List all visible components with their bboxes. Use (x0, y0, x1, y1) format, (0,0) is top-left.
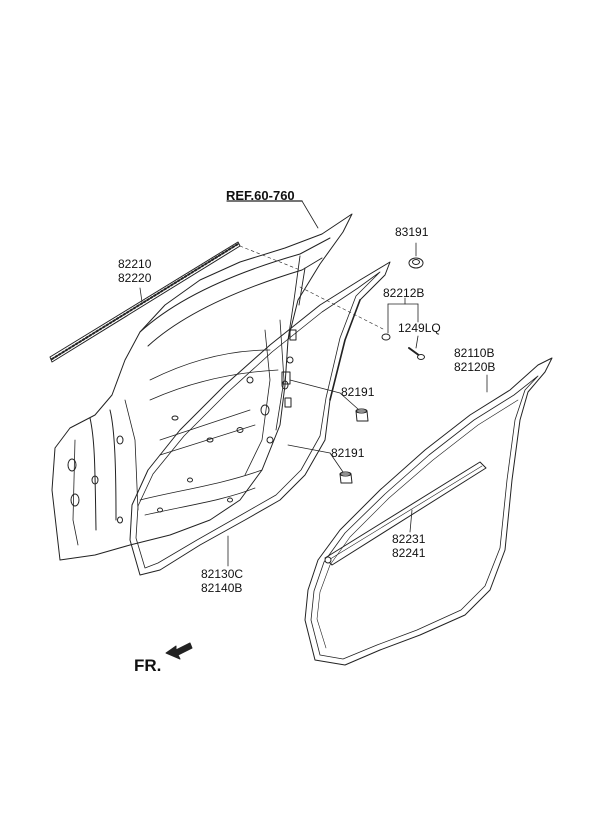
door-weatherstrip (304, 357, 553, 666)
part-number-82220: 82220 (118, 271, 152, 285)
screw (408, 347, 425, 360)
clip (381, 333, 391, 341)
reference-label: REF.60-760 (226, 188, 295, 203)
plug-lower (339, 471, 353, 484)
part-number-82110b: 82110B (454, 346, 495, 360)
part-number-82120b: 82120B (454, 360, 496, 374)
part-number-82140b: 82140B (201, 581, 243, 595)
part-number-1249lq: 1249LQ (398, 321, 441, 335)
part-number-82191-lower: 82191 (331, 446, 365, 460)
part-number-83191: 83191 (395, 225, 429, 239)
part-number-82210: 82210 (118, 257, 152, 271)
body-side-weatherstrip (129, 261, 391, 576)
part-number-82241: 82241 (392, 546, 426, 560)
lower-channel-strip (324, 461, 487, 566)
front-direction-label: FR. (134, 656, 162, 675)
door-panel (51, 213, 353, 561)
part-number-82191-upper: 82191 (341, 385, 375, 399)
part-number-82130c: 82130C (201, 567, 244, 581)
leader-lines (139, 200, 488, 567)
retainer-nut (408, 257, 424, 269)
part-number-82212b: 82212B (383, 286, 425, 300)
plug-upper (355, 408, 369, 422)
front-direction-arrow-icon (165, 642, 193, 660)
part-number-82231: 82231 (392, 532, 426, 546)
